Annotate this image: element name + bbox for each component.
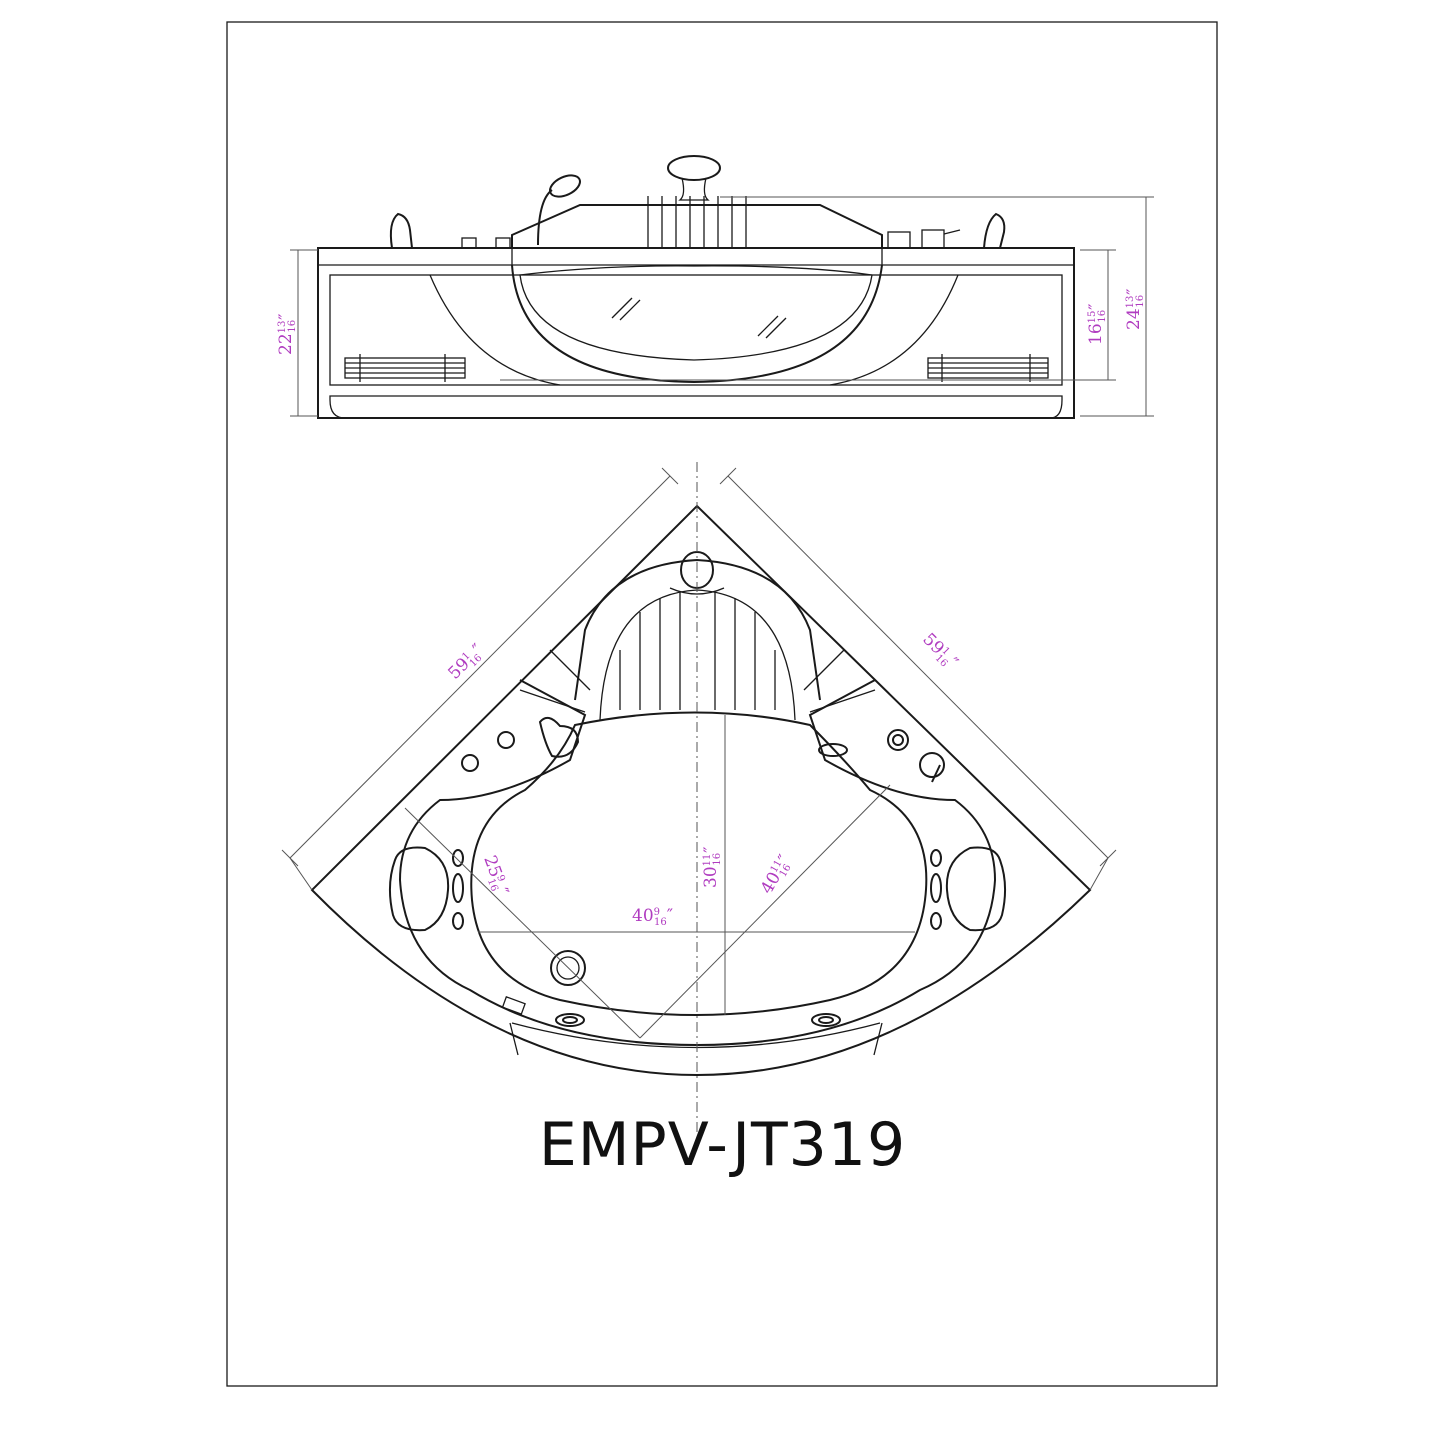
dim-plan-right-side: 59116″ (917, 629, 962, 674)
model-title: EMPV-JT319 (538, 1110, 907, 1180)
dim-plan-inner-depth: 301116″ (701, 847, 723, 888)
dim-plan-seat-depth: 25916″ (477, 853, 512, 899)
dim-plan-left-side: 59116″ (444, 640, 489, 685)
drain-icon (550, 950, 586, 986)
dim-side-window-height: 161516″ (1086, 304, 1108, 345)
sheet-frame (226, 21, 1218, 1387)
dim-plan-inner-diagonal: 401116″ (757, 852, 797, 899)
dim-side-total-height: 241316″ (1124, 289, 1146, 330)
dim-side-body-height: 221316″ (276, 314, 298, 355)
side-elevation: 221316″ 161516″ 241316″ (276, 155, 1154, 419)
